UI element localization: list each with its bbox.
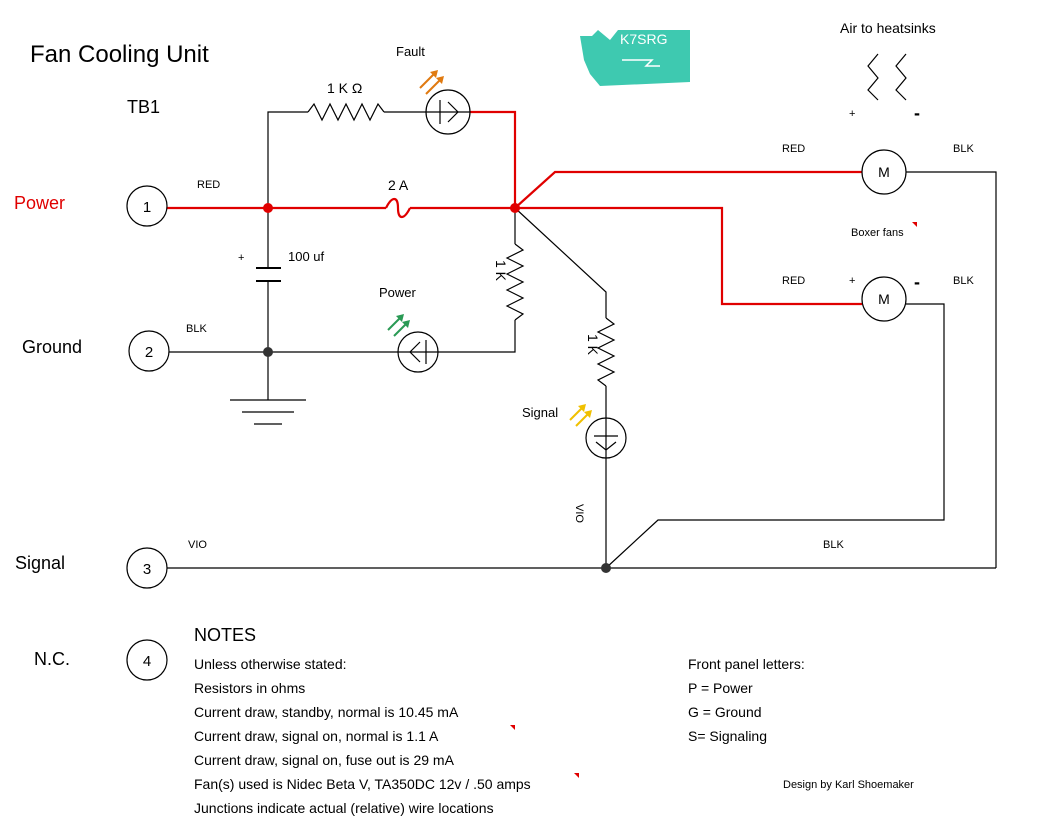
front-panel-line: P = Power [688, 680, 753, 696]
diagram-title: Fan Cooling Unit [30, 41, 209, 68]
fuse-label: 2 A [388, 177, 409, 193]
junction-dot [601, 563, 611, 573]
capacitor [256, 267, 281, 282]
capacitor-plus: + [238, 252, 244, 264]
fault-led [425, 89, 471, 135]
lightning-icon [622, 59, 660, 67]
fault-resistor-label: 1 K Ω [327, 80, 362, 96]
return-blk-label: BLK [823, 539, 844, 551]
airflow-plus-label: + [849, 108, 855, 120]
fan-2-blk-label: BLK [953, 275, 974, 287]
terminal-2-label: Ground [22, 337, 82, 357]
terminal-block-label: TB1 [127, 97, 160, 117]
power-wires [166, 110, 862, 306]
callsign-text: K7SRG [620, 31, 667, 47]
fan-motor-1-label: M [878, 164, 890, 180]
terminal-3-label: Signal [15, 553, 65, 573]
fan-2-plus-label: + [849, 275, 855, 287]
signal-led-label: Signal [522, 405, 558, 420]
airflow-arrow-icon [895, 53, 907, 101]
front-panel-heading: Front panel letters: [688, 656, 805, 672]
junction-dot [510, 203, 520, 213]
fan-motor-2: M [861, 276, 907, 322]
note-line: Junctions indicate actual (relative) wir… [194, 800, 494, 816]
fan-1-red-label: RED [782, 143, 805, 155]
junction-dot [263, 347, 273, 357]
comment-marker-icon [510, 725, 515, 730]
washington-logo: K7SRG [580, 30, 690, 86]
junction-dots [263, 203, 611, 573]
terminal-4-label: N.C. [34, 649, 70, 669]
airflow-arrow-icon [867, 53, 879, 101]
signal-led [585, 417, 627, 459]
terminal-4: 4 [126, 639, 168, 681]
note-line: Unless otherwise stated: [194, 656, 347, 672]
power-led [397, 331, 439, 373]
terminal-3-number: 3 [143, 561, 151, 578]
power-arrow-icon [387, 314, 410, 337]
vio-vertical-label: VIO [573, 504, 585, 523]
power-led-resistor-label: 1 K [493, 260, 509, 282]
note-line: Current draw, signal on, fuse out is 29 … [194, 752, 455, 768]
signal-arrow-icon [569, 404, 592, 427]
note-line: Fan(s) used is Nidec Beta V, TA350DC 12v… [194, 776, 531, 792]
terminal-3-wire-label: VIO [188, 539, 207, 551]
terminal-1-label: Power [14, 193, 65, 213]
fault-resistor [307, 102, 385, 122]
terminal-1-number: 1 [143, 199, 151, 216]
terminal-1-wire-label: RED [197, 179, 220, 191]
terminal-2-wire-label: BLK [186, 323, 207, 335]
fault-led-label: Fault [396, 44, 425, 59]
ground-icon [230, 399, 306, 425]
airflow-label: Air to heatsinks [840, 20, 936, 36]
notes-heading: NOTES [194, 625, 256, 645]
fan-motor-1: M [861, 149, 907, 195]
power-led-resistor [505, 243, 525, 321]
front-panel-legend: Front panel letters: P = Power G = Groun… [688, 656, 805, 744]
capacitor-label: 100 uf [288, 249, 325, 264]
boxer-fans-label: Boxer fans [851, 227, 904, 239]
fuse-symbol [385, 197, 411, 219]
black-wires [166, 111, 997, 569]
terminal-2: 2 [128, 330, 170, 372]
signal-led-resistor-label: 1 K [585, 334, 601, 356]
fan-2-minus-label: - [914, 272, 920, 292]
front-panel-line: S= Signaling [688, 728, 767, 744]
terminal-3: 3 [126, 547, 168, 589]
front-panel-line: G = Ground [688, 704, 762, 720]
fault-arrow-icon [419, 70, 444, 95]
power-led-label: Power [379, 285, 417, 300]
terminal-1: 1 [126, 185, 168, 227]
washington-state-shape [580, 30, 690, 86]
junction-dot [263, 203, 273, 213]
terminal-4-number: 4 [143, 653, 151, 670]
note-line: Resistors in ohms [194, 680, 305, 696]
note-line: Current draw, standby, normal is 10.45 m… [194, 704, 459, 720]
notes: NOTES Unless otherwise stated: Resistors… [194, 625, 579, 816]
fan-2-red-label: RED [782, 275, 805, 287]
comment-marker-icon [912, 222, 917, 227]
airflow-minus-label: - [914, 103, 920, 123]
comment-marker-icon [574, 773, 579, 778]
design-credit: Design by Karl Shoemaker [783, 779, 914, 791]
fan-motor-2-label: M [878, 291, 890, 307]
terminal-2-number: 2 [145, 344, 153, 361]
fan-1-blk-label: BLK [953, 143, 974, 155]
signal-led-resistor [596, 317, 616, 387]
note-line: Current draw, signal on, normal is 1.1 A [194, 728, 439, 744]
